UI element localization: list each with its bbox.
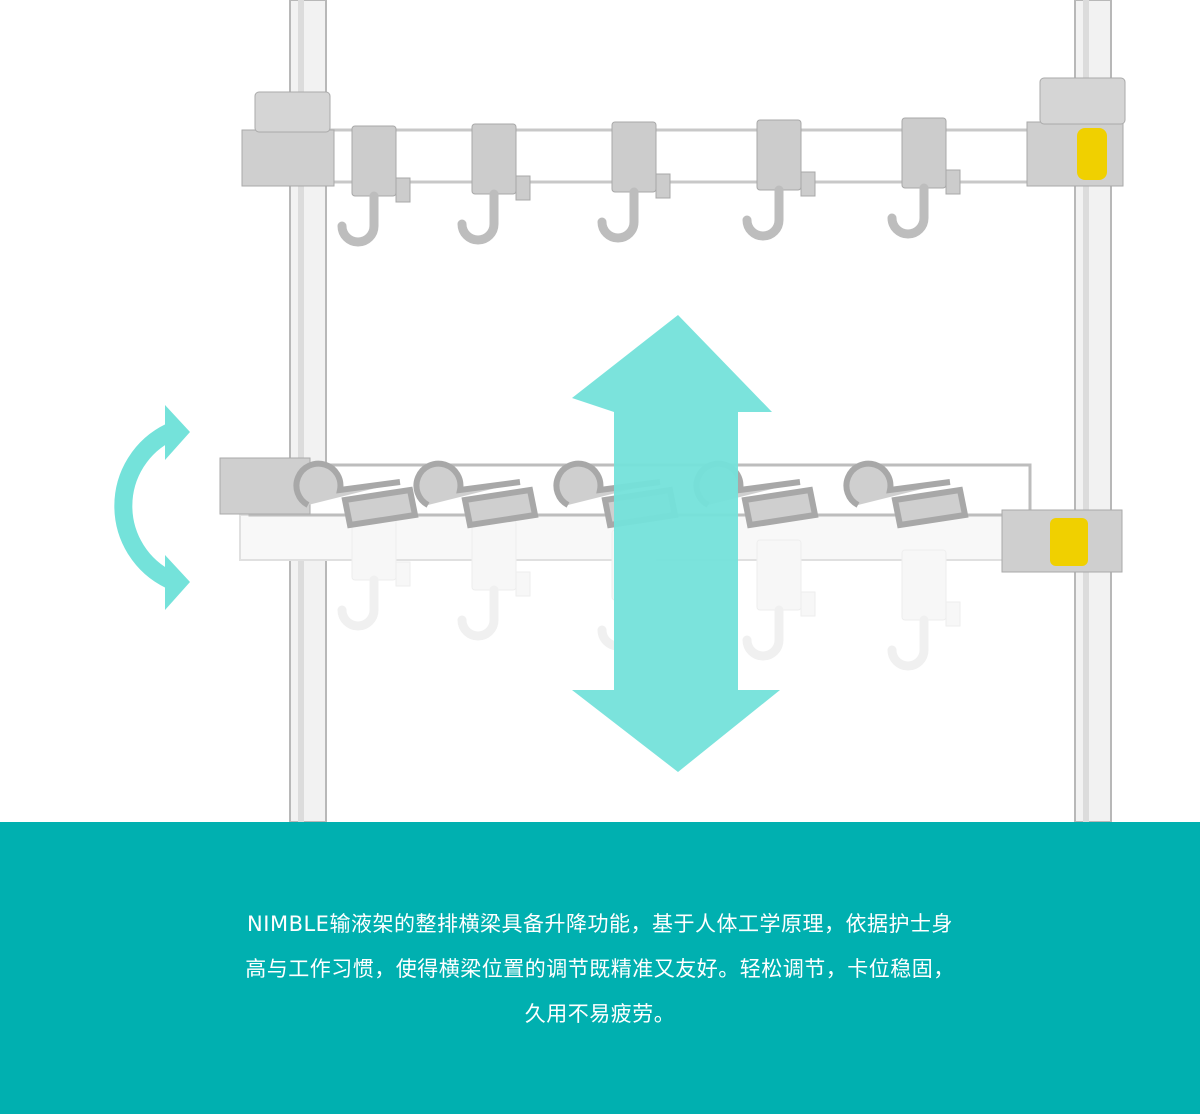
- faded-hook: [887, 549, 961, 671]
- hook: [597, 121, 671, 243]
- faded-hook: [742, 539, 816, 661]
- feature-description: NIMBLE输液架的整排横梁具备升降功能，基于人体工学原理，依据护士身 高与工作…: [150, 902, 1050, 1037]
- latch-yellow-lower: [1050, 518, 1088, 566]
- latch-yellow-upper: [1077, 128, 1107, 180]
- faded-hook: [457, 519, 531, 641]
- folded-hook: [293, 460, 419, 529]
- folded-hook: [843, 460, 969, 529]
- caption-line: NIMBLE输液架的整排横梁具备升降功能，基于人体工学原理，依据护士身: [247, 912, 953, 936]
- upper-hooks: [337, 117, 961, 247]
- product-illustration: [114, 0, 1126, 822]
- hook: [887, 117, 961, 239]
- caption-line: 高与工作习惯，使得横梁位置的调节既精准又友好。轻松调节，卡位稳固，: [245, 957, 955, 981]
- caption-line: 久用不易疲劳。: [524, 1002, 676, 1026]
- hook: [337, 125, 411, 247]
- hook: [457, 123, 531, 245]
- up-down-arrow-icon: [572, 315, 780, 772]
- hook: [742, 119, 816, 241]
- faded-hook: [337, 509, 411, 631]
- folded-hook: [413, 460, 539, 529]
- caption-band: NIMBLE输液架的整排横梁具备升降功能，基于人体工学原理，依据护士身 高与工作…: [0, 822, 1200, 1114]
- rotate-arrow-icon: [114, 405, 190, 610]
